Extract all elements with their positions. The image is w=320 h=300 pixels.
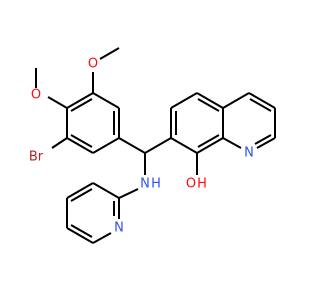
bond <box>92 182 120 199</box>
methoxy-left-oxygen-label: O <box>31 88 41 103</box>
bond <box>196 92 224 109</box>
bond <box>66 92 94 109</box>
bond <box>92 92 120 109</box>
bond <box>47 96 68 109</box>
hydroxyl-oxygen-label: O <box>186 177 196 192</box>
bond <box>70 134 93 148</box>
molecule-structure: O O Br N H N N O H <box>29 47 276 244</box>
bond <box>249 98 272 112</box>
bond <box>254 134 272 145</box>
bromine-label: Br <box>29 150 44 165</box>
bond <box>256 137 276 149</box>
methoxy-top-oxygen-label: O <box>88 57 98 72</box>
bond <box>66 137 94 154</box>
bond <box>92 232 112 244</box>
bond <box>222 137 242 149</box>
bond <box>170 92 198 109</box>
bond <box>70 224 93 238</box>
bond <box>51 137 68 149</box>
bond <box>248 92 276 109</box>
bond <box>99 47 120 60</box>
quinoline-nitrogen-label: N <box>244 146 254 161</box>
bond <box>170 137 198 154</box>
bond <box>196 137 224 154</box>
bond <box>222 92 250 109</box>
bond <box>197 98 220 112</box>
bond <box>118 188 139 199</box>
bond <box>92 137 120 154</box>
bond <box>66 182 94 199</box>
bond <box>66 227 94 244</box>
bond <box>144 137 172 154</box>
bond-layer <box>35 47 276 244</box>
amine-hydrogen-label: H <box>151 177 161 192</box>
hydroxyl-hydrogen-label: H <box>197 177 207 192</box>
bond <box>70 98 93 112</box>
bond <box>118 137 146 154</box>
bond <box>197 134 220 148</box>
bond <box>70 188 93 202</box>
atom-label-layer: O O Br N H N N O H <box>29 57 254 236</box>
pyridine-nitrogen-label: N <box>114 221 124 236</box>
amine-nitrogen-label: N <box>140 177 150 192</box>
